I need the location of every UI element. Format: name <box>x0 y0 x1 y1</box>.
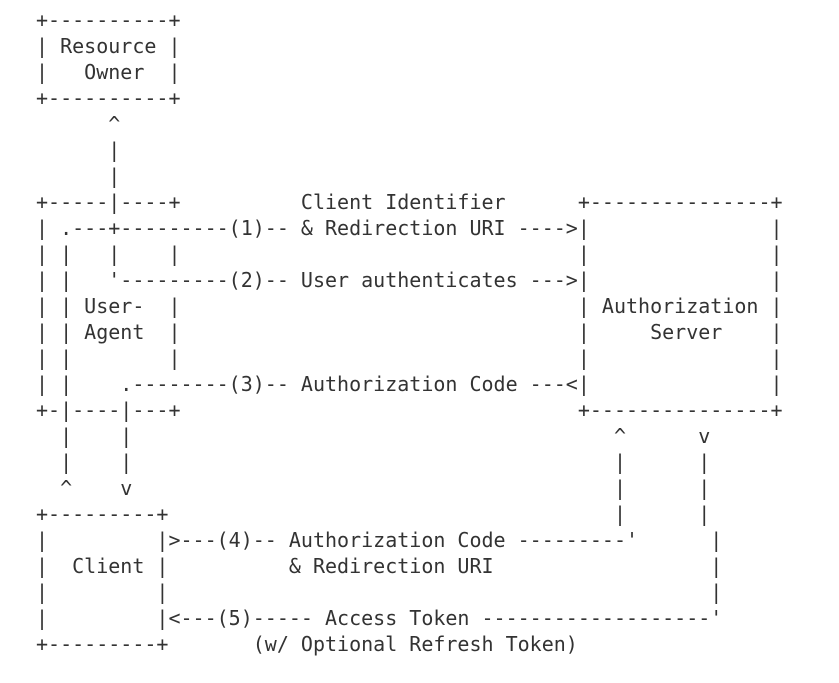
ascii-art-text: +----------+ | Resource | | Owner | +---… <box>36 8 783 656</box>
